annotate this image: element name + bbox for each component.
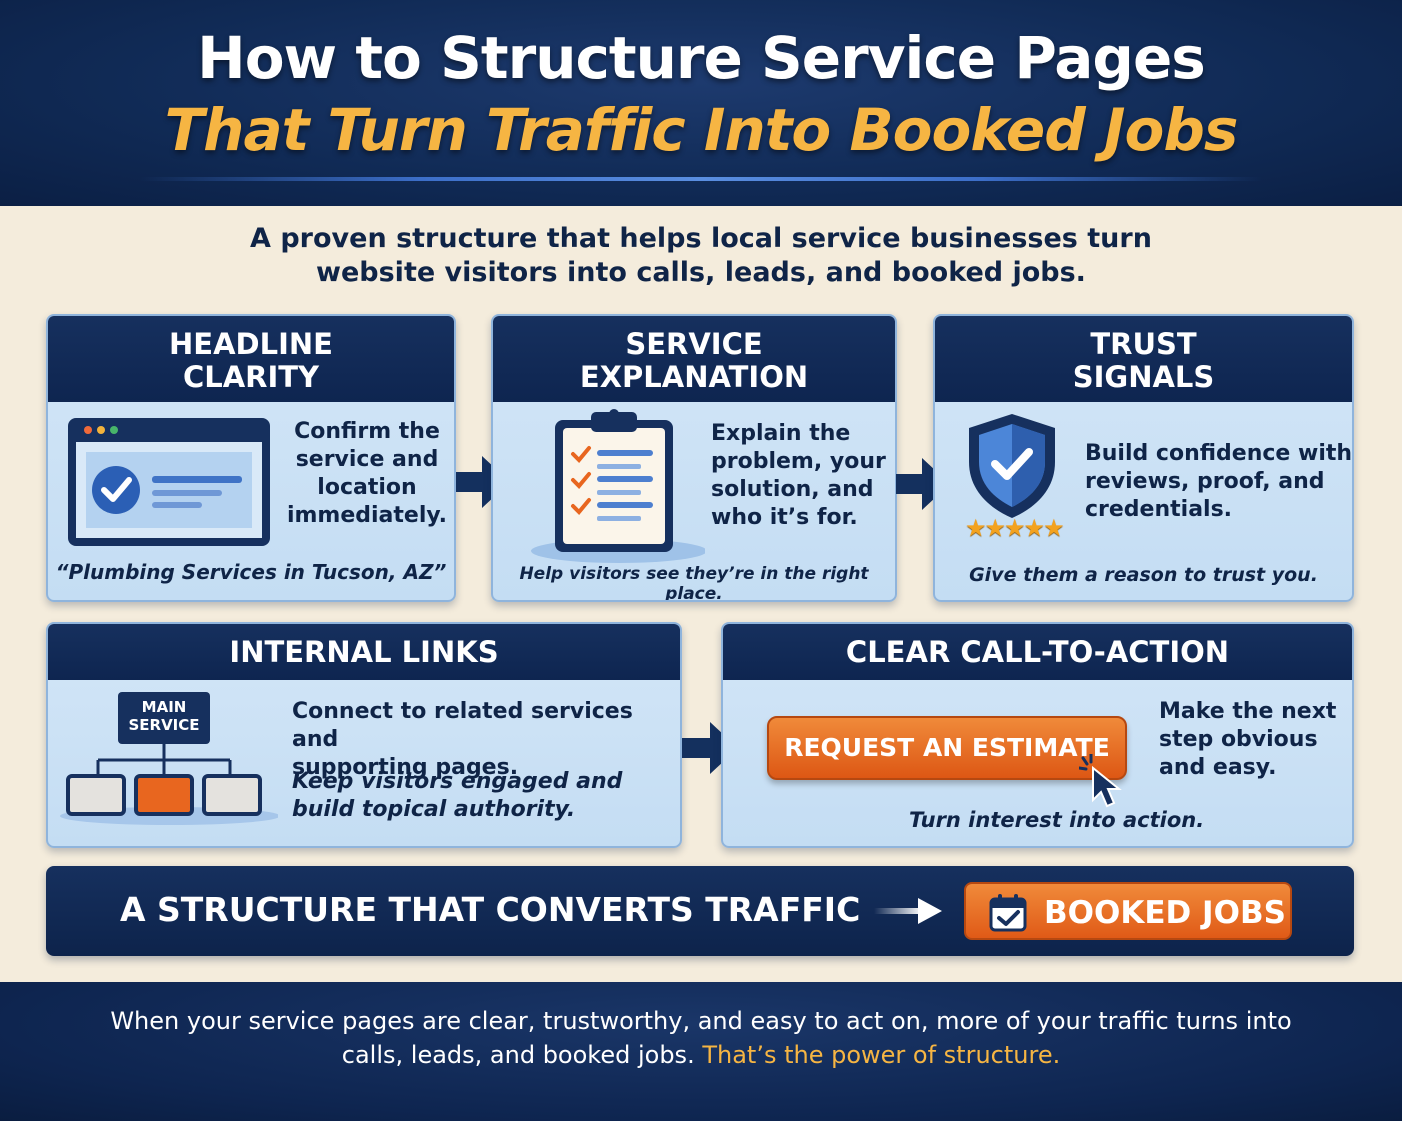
desc-line: credentials.: [1085, 497, 1233, 522]
calendar-check-icon: [988, 893, 1028, 941]
arrow-right-icon: [874, 896, 944, 930]
card-title-line-2: CLARITY: [182, 360, 320, 394]
arrow-right-icon: [896, 458, 950, 514]
arrow-right-icon: [456, 456, 510, 512]
desc-line: step obvious: [1159, 727, 1318, 752]
footer: When your service pages are clear, trust…: [0, 982, 1402, 1121]
card-trust-signals: TRUST SIGNALS ★★★★★ Build confidence wit…: [933, 314, 1354, 602]
card-headline-clarity: HEADLINE CLARITY Confirm the service and…: [46, 314, 456, 602]
cursor-click-icon: [1077, 752, 1129, 814]
card-example-note: Turn interest into action.: [909, 808, 1205, 832]
card-description: Explain the problem, your solution, and …: [711, 420, 895, 532]
desc-line: supporting pages.: [292, 755, 519, 780]
card-header: TRUST SIGNALS: [935, 316, 1352, 402]
desc-line: Build confidence with: [1085, 441, 1353, 466]
note-line: build topical authority.: [292, 797, 576, 822]
card-internal-links: INTERNAL LINKS MAIN SERVICE Connect to r…: [46, 622, 682, 848]
browser-check-icon: [66, 416, 272, 552]
card-example-note: “Plumbing Services in Tucson, AZ”: [55, 560, 447, 584]
footer-text: When your service pages are clear, trust…: [0, 1004, 1402, 1072]
shield-check-icon: [965, 412, 1059, 524]
card-title-line-1: TRUST: [1090, 327, 1197, 361]
card-example-note: Keep visitors engaged and build topical …: [292, 768, 622, 824]
card-description: Build confidence with reviews, proof, an…: [1085, 440, 1353, 524]
clipboard-checklist-icon: [529, 406, 707, 570]
footer-line-2: calls, leads, and booked jobs. That’s th…: [0, 1038, 1402, 1072]
banner-text: A STRUCTURE THAT CONVERTS TRAFFIC: [120, 890, 861, 929]
desc-line: solution, and: [711, 477, 874, 502]
desc-line: service and: [295, 447, 439, 472]
desc-line: who it’s for.: [711, 505, 858, 530]
diagram-main-service-label: MAIN SERVICE: [118, 698, 210, 734]
title-divider: [140, 177, 1262, 181]
subtitle-line-1: A proven structure that helps local serv…: [250, 223, 1152, 254]
desc-line: and easy.: [1159, 755, 1277, 780]
title-line-1: How to Structure Service Pages: [197, 24, 1206, 92]
card-title-line-2: EXPLANATION: [579, 360, 809, 394]
footer-line-2-plain: calls, leads, and booked jobs.: [341, 1041, 703, 1069]
footer-highlight: That’s the power of structure.: [702, 1041, 1061, 1069]
diagram-label-line: SERVICE: [128, 716, 200, 734]
header: How to Structure Service Pages That Turn…: [0, 0, 1402, 206]
booked-jobs-label: BOOKED JOBS: [1044, 895, 1286, 931]
desc-line: location: [317, 475, 417, 500]
card-header: SERVICE EXPLANATION: [493, 316, 895, 402]
sitemap-icon: [58, 688, 280, 832]
note-line: Keep visitors engaged and: [292, 769, 623, 794]
booked-jobs-button[interactable]: BOOKED JOBS: [964, 882, 1292, 940]
diagram-label-line: MAIN: [141, 698, 187, 716]
card-header: INTERNAL LINKS: [48, 624, 680, 680]
request-estimate-button[interactable]: REQUEST AN ESTIMATE: [767, 716, 1127, 780]
desc-line: Connect to related services and: [292, 699, 633, 752]
card-service-explanation: SERVICE EXPLANATION Explain the problem,…: [491, 314, 897, 602]
card-title-line-1: HEADLINE: [169, 327, 333, 361]
desc-line: reviews, proof, and: [1085, 469, 1325, 494]
title-line-2: That Turn Traffic Into Booked Jobs: [164, 96, 1239, 164]
card-header: HEADLINE CLARITY: [48, 316, 454, 402]
card-description: Confirm the service and location immedia…: [282, 418, 452, 530]
rating-stars: ★★★★★: [965, 514, 1065, 542]
card-description: Make the next step obvious and easy.: [1159, 698, 1349, 782]
desc-line: problem, your: [711, 449, 886, 474]
desc-line: immediately.: [286, 503, 448, 528]
card-example-note: Give them a reason to trust you.: [969, 564, 1318, 586]
desc-line: Explain the: [711, 421, 851, 446]
card-example-note: Help visitors see they’re in the right p…: [519, 564, 869, 602]
subtitle-line-2: website visitors into calls, leads, and …: [316, 257, 1086, 288]
footer-line-1: When your service pages are clear, trust…: [110, 1007, 1292, 1035]
card-title-line-2: SIGNALS: [1072, 360, 1215, 394]
card-description: Connect to related services and supporti…: [292, 698, 680, 782]
subtitle: A proven structure that helps local serv…: [0, 222, 1402, 290]
desc-line: Make the next: [1159, 699, 1337, 724]
card-header: CLEAR CALL-TO-ACTION: [723, 624, 1352, 680]
desc-line: Confirm the: [294, 419, 440, 444]
card-clear-cta: CLEAR CALL-TO-ACTION REQUEST AN ESTIMATE…: [721, 622, 1354, 848]
conversion-banner: A STRUCTURE THAT CONVERTS TRAFFIC BOOKED…: [46, 866, 1354, 956]
card-title-line-1: SERVICE: [625, 327, 763, 361]
